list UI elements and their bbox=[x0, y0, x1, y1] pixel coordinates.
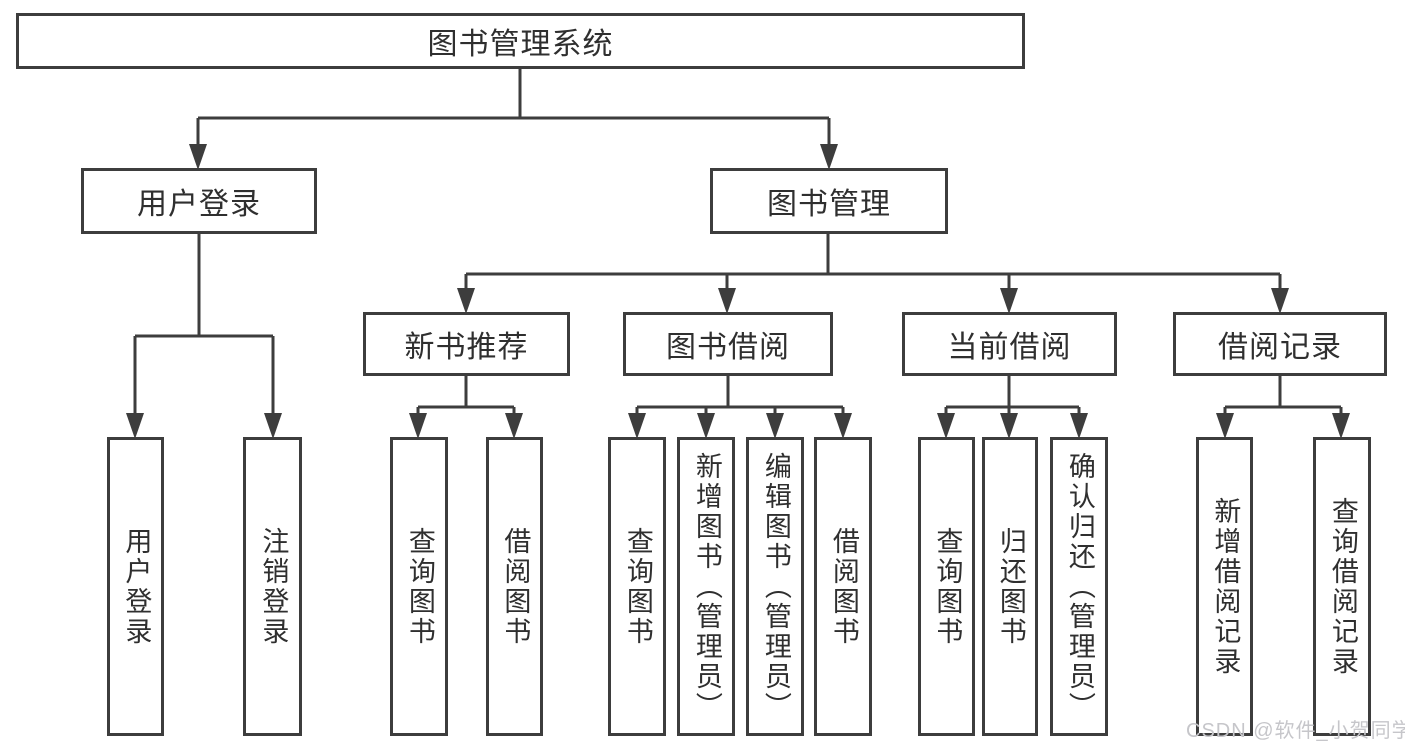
node-label: 新增图书（管理员） bbox=[691, 451, 722, 722]
node-label: 用户登录 bbox=[121, 526, 152, 647]
node-label: 注销登录 bbox=[258, 526, 289, 647]
node-label: 查询图书 bbox=[622, 526, 653, 647]
node-library-management-system: 图书管理系统 bbox=[16, 13, 1025, 69]
node-new-book-recommendation: 新书推荐 bbox=[363, 312, 570, 376]
node-label: 当前借阅 bbox=[947, 331, 1072, 364]
node-label: 归还图书 bbox=[995, 526, 1026, 647]
leaf-borrow-books-under-recommendation: 借阅图书 bbox=[486, 437, 543, 736]
node-label: 借阅图书 bbox=[828, 526, 859, 647]
leaf-query-books-under-borrowing: 查询图书 bbox=[608, 437, 666, 736]
node-label: 新增借阅记录 bbox=[1210, 496, 1241, 677]
node-label: 查询图书 bbox=[404, 526, 435, 647]
leaf-user-login: 用户登录 bbox=[107, 437, 164, 736]
node-label: 借阅图书 bbox=[500, 526, 531, 647]
leaf-borrow-books: 借阅图书 bbox=[814, 437, 872, 736]
node-label: 图书管理系统 bbox=[427, 28, 614, 61]
leaf-add-books-admin: 新增图书（管理员） bbox=[677, 437, 735, 736]
node-label: 用户登录 bbox=[137, 188, 261, 221]
leaf-query-books-under-recommendation: 查询图书 bbox=[390, 437, 448, 736]
node-book-management: 图书管理 bbox=[710, 168, 948, 234]
leaf-add-borrowing-record: 新增借阅记录 bbox=[1196, 437, 1253, 736]
node-current-borrowing: 当前借阅 bbox=[902, 312, 1117, 376]
node-label: 编辑图书（管理员） bbox=[760, 451, 791, 722]
node-label: 查询借阅记录 bbox=[1327, 496, 1358, 677]
node-label: 查询图书 bbox=[932, 526, 963, 647]
leaf-query-books-under-current: 查询图书 bbox=[918, 437, 975, 736]
node-label: 图书管理 bbox=[767, 188, 891, 221]
node-user-login: 用户登录 bbox=[81, 168, 317, 234]
leaf-return-books: 归还图书 bbox=[982, 437, 1038, 736]
leaf-logout: 注销登录 bbox=[243, 437, 302, 736]
node-book-borrowing: 图书借阅 bbox=[623, 312, 833, 376]
node-borrowing-records: 借阅记录 bbox=[1173, 312, 1387, 376]
node-label: 确认归还（管理员） bbox=[1064, 451, 1095, 722]
node-label: 图书借阅 bbox=[666, 331, 790, 364]
leaf-confirm-return-admin: 确认归还（管理员） bbox=[1050, 437, 1108, 736]
csdn-watermark: CSDN @软件_小贺同学 bbox=[1186, 720, 1405, 742]
node-label: 借阅记录 bbox=[1218, 331, 1342, 364]
leaf-edit-books-admin: 编辑图书（管理员） bbox=[746, 437, 804, 736]
leaf-query-borrowing-record: 查询借阅记录 bbox=[1313, 437, 1371, 736]
node-label: 新书推荐 bbox=[404, 331, 529, 364]
